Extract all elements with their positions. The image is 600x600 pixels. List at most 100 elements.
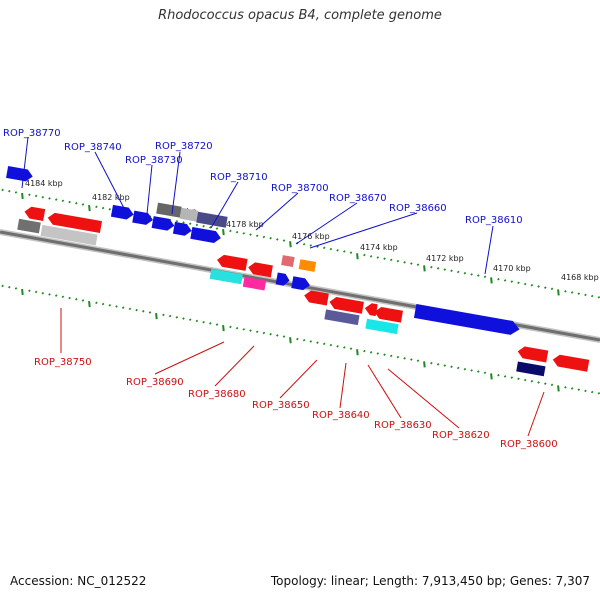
minor-tick xyxy=(215,227,219,230)
minor-tick xyxy=(396,355,400,359)
minor-tick xyxy=(443,364,447,367)
minor-tick xyxy=(168,314,172,318)
minor-tick xyxy=(510,376,514,379)
minor-tick xyxy=(416,263,420,267)
minor-tick xyxy=(597,295,600,299)
gene-feature xyxy=(329,297,364,314)
minor-tick xyxy=(54,294,58,297)
gene-feature xyxy=(517,346,549,363)
minor-tick xyxy=(229,325,232,329)
minor-tick xyxy=(336,344,339,348)
minor-tick xyxy=(577,388,581,391)
major-tick xyxy=(155,312,158,320)
minor-tick xyxy=(389,258,393,262)
minor-tick xyxy=(48,293,51,296)
minor-tick xyxy=(550,287,554,291)
major-tick xyxy=(289,241,292,248)
minor-tick xyxy=(182,221,185,224)
minor-tick xyxy=(363,349,366,353)
minor-tick xyxy=(195,223,199,227)
minor-tick xyxy=(14,191,18,194)
minor-tick xyxy=(74,201,78,205)
minor-tick xyxy=(416,359,420,363)
major-tick xyxy=(88,300,91,308)
minor-tick xyxy=(363,253,366,257)
minor-tick xyxy=(570,387,574,390)
minor-tick xyxy=(262,235,266,239)
minor-tick xyxy=(81,299,85,302)
gene-label: ROP_38750 xyxy=(34,357,92,368)
gene-feature xyxy=(281,255,295,268)
minor-tick xyxy=(175,316,179,319)
minor-tick xyxy=(530,283,534,287)
minor-tick xyxy=(476,274,480,277)
minor-tick xyxy=(121,306,125,309)
minor-tick xyxy=(590,390,594,394)
minor-tick xyxy=(141,309,145,313)
minor-tick xyxy=(275,334,279,337)
minor-tick xyxy=(376,352,380,355)
minor-tick xyxy=(41,195,45,199)
forward-features xyxy=(6,166,520,335)
kbp-label: 4176 kbp xyxy=(292,232,330,241)
minor-tick xyxy=(564,289,567,293)
forward-gene-labels: ROP_38770 ROP_38740 ROP_38730 ROP_38720 … xyxy=(3,128,523,226)
minor-tick xyxy=(108,207,112,211)
minor-tick xyxy=(195,319,199,323)
kbp-label: 4182 kbp xyxy=(92,193,130,202)
minor-tick xyxy=(255,330,259,334)
gene-feature xyxy=(132,210,153,225)
minor-tick xyxy=(329,247,333,251)
forward-callouts xyxy=(21,136,494,275)
minor-tick xyxy=(175,220,179,223)
minor-tick xyxy=(463,271,467,275)
gene-feature xyxy=(24,206,46,221)
minor-tick xyxy=(336,248,339,252)
minor-tick xyxy=(456,270,460,274)
major-tick xyxy=(88,204,91,212)
minor-tick xyxy=(242,232,246,235)
minor-tick xyxy=(128,307,132,311)
minor-tick xyxy=(1,284,4,288)
minor-tick xyxy=(530,379,534,383)
minor-tick xyxy=(497,277,500,281)
minor-tick xyxy=(349,347,353,350)
minor-tick xyxy=(329,343,333,347)
minor-tick xyxy=(101,302,105,306)
minor-tick xyxy=(430,361,433,365)
minor-tick xyxy=(68,296,71,300)
gene-label: ROP_38720 xyxy=(155,141,213,152)
gene-label: ROP_38600 xyxy=(500,439,558,450)
gene-feature xyxy=(17,218,41,234)
minor-tick xyxy=(383,353,386,357)
minor-tick xyxy=(396,259,400,263)
minor-tick xyxy=(550,383,554,387)
gene-feature xyxy=(151,216,175,231)
major-tick xyxy=(21,192,24,200)
minor-tick xyxy=(342,250,346,253)
major-tick xyxy=(21,288,24,296)
gene-label: ROP_38620 xyxy=(432,430,490,441)
gene-feature xyxy=(364,303,378,317)
gene-feature xyxy=(291,276,311,291)
minor-tick xyxy=(409,262,413,265)
minor-tick xyxy=(450,269,453,273)
minor-tick xyxy=(7,285,11,289)
minor-tick xyxy=(249,329,252,332)
gene-feature xyxy=(172,221,192,236)
gene-feature xyxy=(304,290,329,306)
minor-tick xyxy=(543,382,547,385)
minor-tick xyxy=(369,254,373,258)
minor-tick xyxy=(523,378,527,382)
minor-tick xyxy=(235,230,239,234)
major-tick xyxy=(557,385,560,392)
minor-tick xyxy=(517,281,520,285)
minor-tick xyxy=(577,292,581,295)
minor-tick xyxy=(309,340,313,343)
kbp-label: 4168 kbp xyxy=(561,273,599,282)
reverse-gene-labels: ROP_38750 ROP_38690 ROP_38680 ROP_38650 … xyxy=(34,357,558,450)
minor-tick xyxy=(202,224,205,228)
major-tick xyxy=(490,277,493,284)
gene-label: ROP_38650 xyxy=(252,400,310,411)
gene-feature xyxy=(47,212,102,233)
